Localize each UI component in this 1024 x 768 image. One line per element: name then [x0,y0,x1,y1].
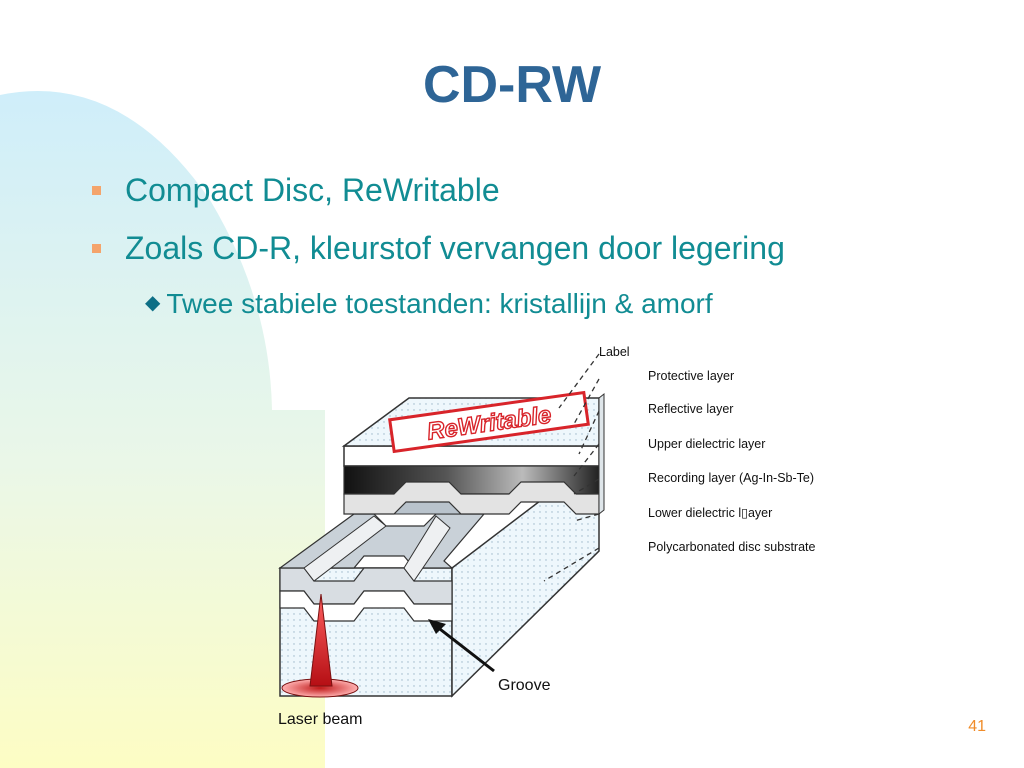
cdrw-layer-diagram: ReWritable Label Protective layer Reflec… [278,345,816,728]
sub-bullet-text: Twee stabiele toestanden: kristallijn & … [166,288,713,319]
square-bullet-icon [92,186,101,196]
bullet-text: Compact Disc, ReWritable [125,172,500,208]
laser-beam-icon [309,593,333,687]
callout-groove: Groove [498,677,551,694]
callout-substrate: Polycarbonated disc substrate [648,540,816,554]
diamond-bullet-icon: ◆ [145,292,161,315]
callout-lower-dielectric: Lower dielectric l▯ayer [648,506,772,520]
slide-title: CD-RW [422,56,602,114]
callout-protective: Protective layer [648,369,734,383]
callout-reflective: Reflective layer [648,402,733,416]
callout-laser-beam: Laser beam [278,711,363,728]
page-number: 41 [968,718,986,735]
bullet-text: Zoals CD-R, kleurstof vervangen door leg… [125,230,785,266]
square-bullet-icon [92,244,101,254]
bullet-item: Compact Disc, ReWritable [92,172,500,209]
protective-layer-front [343,445,600,467]
bullet-item: Zoals CD-R, kleurstof vervangen door leg… [92,230,785,267]
groove-arrow-icon [428,619,446,634]
callout-upper-dielectric: Upper dielectric layer [648,437,765,451]
callout-recording: Recording layer (Ag-In-Sb-Te) [648,471,814,485]
callout-label: Label [599,345,630,359]
sub-bullet-item: ◆Twee stabiele toestanden: kristallijn &… [145,288,713,320]
upper-block-side [598,392,605,516]
